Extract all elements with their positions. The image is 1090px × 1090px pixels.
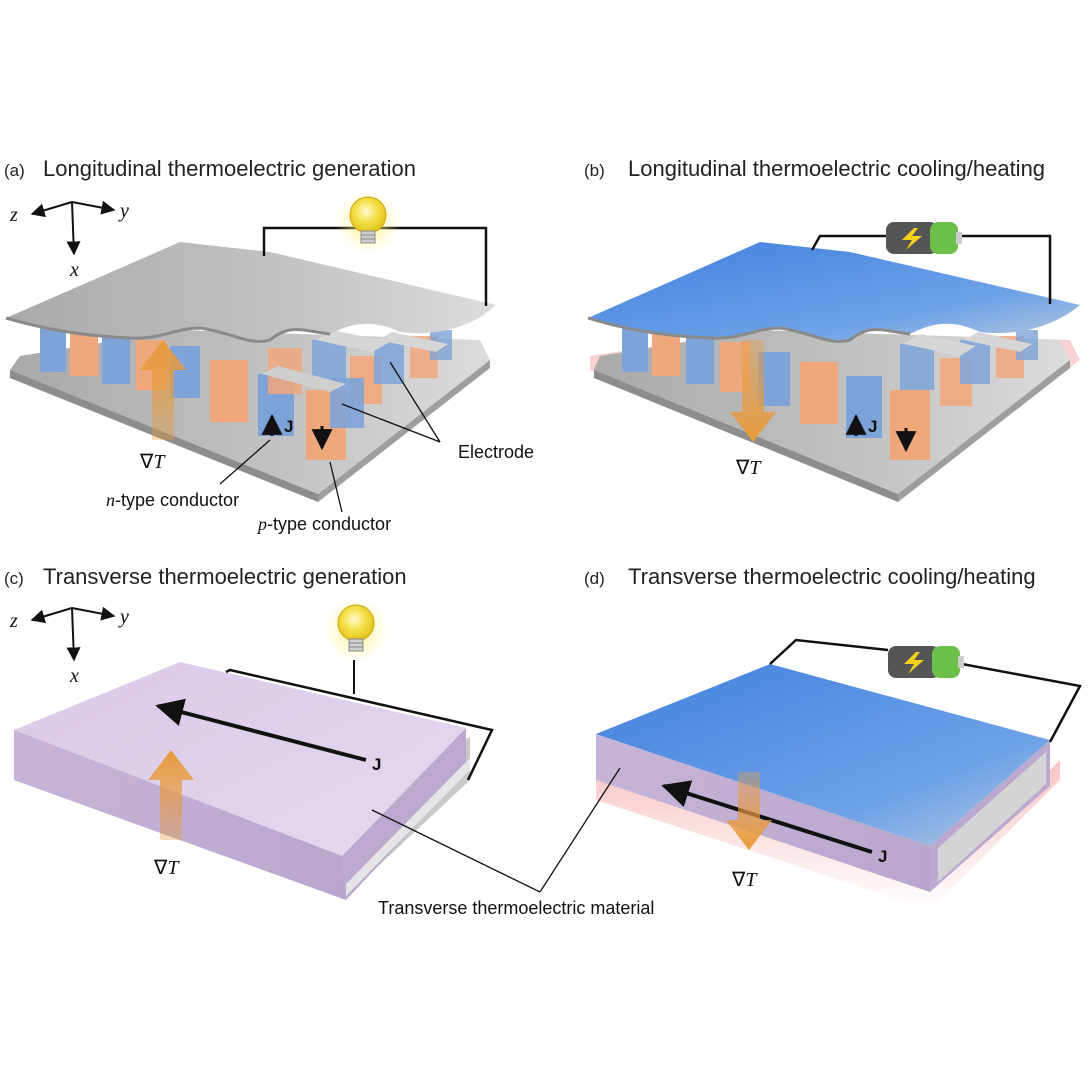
axes-a: z y x <box>9 200 129 281</box>
electrode-tab <box>964 332 1032 352</box>
current-label: J <box>868 417 877 436</box>
transverse-material-slab <box>14 662 466 900</box>
panel-d-title: Transverse thermoelectric cooling/heatin… <box>628 564 1036 589</box>
current-arrow <box>155 698 367 762</box>
circuit-wire <box>769 638 889 665</box>
p-type-leg <box>210 360 248 422</box>
panel-d-letter: (d) <box>584 569 605 588</box>
electrode-tab <box>316 330 390 352</box>
axis-y-label: y <box>118 200 129 222</box>
light-bulb-icon <box>349 196 387 244</box>
top-electrode-plate-cold <box>588 242 1080 342</box>
panel-d-device: J ∇T <box>596 638 1082 910</box>
heat-flow-arrow <box>140 340 186 440</box>
p-type-conductor-label: p-type conductor <box>256 514 391 534</box>
axis-y-label: y <box>118 606 129 628</box>
axes-c: z y x <box>9 606 129 687</box>
transverse-material-side <box>596 734 930 892</box>
temperature-gradient-label: ∇T <box>139 451 166 473</box>
axis-x-label: x <box>69 665 79 687</box>
axis-z-label: z <box>9 610 18 632</box>
circuit-wire <box>225 668 494 781</box>
temperature-gradient-label: ∇T <box>153 857 180 879</box>
light-bulb-icon <box>337 604 375 652</box>
axis-x-label: x <box>69 259 79 281</box>
panel-c-title: Transverse thermoelectric generation <box>43 564 407 589</box>
electrode-tab <box>262 366 346 392</box>
temperature-gradient-label: ∇T <box>735 457 762 479</box>
current-label: J <box>284 417 293 436</box>
n-type-leg <box>622 326 648 372</box>
heat-flow-arrow <box>730 340 776 442</box>
circuit-wire <box>961 662 1082 743</box>
electrode-label: Electrode <box>458 442 534 462</box>
p-type-leg <box>890 390 930 460</box>
transverse-material-label: Transverse thermoelectric material <box>378 898 654 918</box>
n-type-leg <box>900 344 934 390</box>
n-type-leg <box>40 326 66 372</box>
temperature-gradient-label: ∇T <box>731 869 758 891</box>
top-electrode-plate <box>6 242 496 342</box>
n-type-conductor-label: n-type conductor <box>106 490 239 510</box>
current-arrow <box>661 780 873 854</box>
panel-b-title: Longitudinal thermoelectric cooling/heat… <box>628 156 1045 181</box>
panel-c-device: J ∇T <box>14 598 494 900</box>
p-type-leg <box>70 330 98 376</box>
current-label: J <box>372 755 381 774</box>
circuit-wire <box>960 234 1052 304</box>
p-type-leg <box>652 330 680 376</box>
panel-b-letter: (b) <box>584 161 605 180</box>
panel-b-device: ∇T J <box>587 222 1080 502</box>
current-label: J <box>878 847 887 866</box>
battery-icon <box>888 646 964 678</box>
n-type-leg <box>686 336 714 384</box>
p-type-leg <box>800 362 838 424</box>
electrode-tab <box>378 332 448 352</box>
panel-c-letter: (c) <box>4 569 24 588</box>
axis-z-label: z <box>9 204 18 226</box>
panel-a-letter: (a) <box>4 161 25 180</box>
electrode-tab <box>904 334 976 356</box>
battery-icon <box>886 222 962 254</box>
panel-a-title: Longitudinal thermoelectric generation <box>43 156 416 181</box>
n-type-leg <box>102 336 130 384</box>
heat-flow-arrow <box>148 750 194 840</box>
heat-flow-arrow <box>726 772 772 850</box>
circuit-wire <box>810 234 886 251</box>
panel-a-device: ∇T J Electrode n-type conductor p-type c… <box>5 190 534 534</box>
n-type-leg <box>170 346 200 398</box>
transverse-material-top-cold <box>596 664 1050 846</box>
